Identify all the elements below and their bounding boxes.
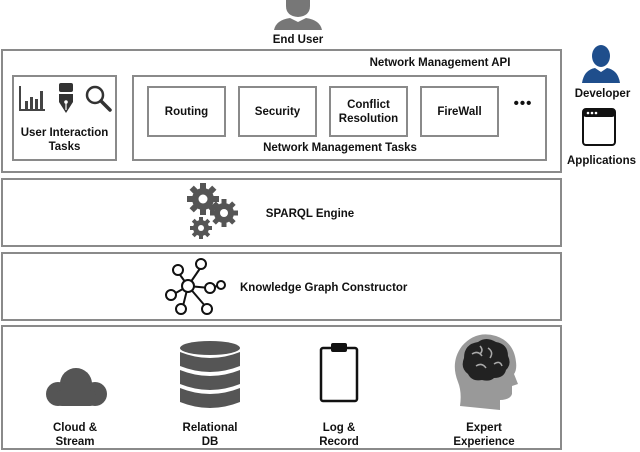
more-tasks-ellipsis: ••• <box>513 95 533 112</box>
task-conflict-resolution-label: Conflict Resolution <box>338 98 399 125</box>
clipboard-icon <box>318 341 360 403</box>
database-icon <box>176 340 244 410</box>
sparql-engine-layer <box>1 178 562 247</box>
gears-icon <box>186 182 240 240</box>
applications-label: Applications <box>566 155 636 167</box>
api-layer-title: Network Management API <box>369 57 511 69</box>
end-user-label: End User <box>272 34 324 46</box>
task-routing: Routing <box>147 86 226 137</box>
source-cloud-stream-label: Cloud & Stream <box>52 422 98 448</box>
pen-icon <box>55 82 77 114</box>
end-user-icon <box>272 0 324 30</box>
task-security: Security <box>238 86 317 137</box>
knowledge-graph-layer <box>1 252 562 321</box>
task-firewall-label: FireWall <box>437 105 482 118</box>
task-routing-label: Routing <box>164 105 209 118</box>
network-management-tasks-label: Network Management Tasks <box>263 142 417 154</box>
sparql-engine-label: SPARQL Engine <box>265 208 355 220</box>
cloud-icon <box>40 366 110 410</box>
brain-head-icon <box>450 332 520 412</box>
task-security-label: Security <box>254 105 301 118</box>
user-interaction-tasks-label: User Interaction Tasks <box>20 127 109 153</box>
graph-network-icon <box>163 256 227 316</box>
task-firewall: FireWall <box>420 86 499 137</box>
bar-chart-icon <box>18 84 46 112</box>
developer-label: Developer <box>574 88 631 100</box>
knowledge-graph-label: Knowledge Graph Constructor <box>240 282 408 294</box>
task-conflict-resolution: Conflict Resolution <box>329 86 408 137</box>
magnifier-icon <box>84 84 112 112</box>
application-window-icon <box>582 108 616 146</box>
source-log-record-label: Log & Record <box>319 422 359 448</box>
developer-icon <box>581 43 621 83</box>
source-relational-db-label: Relational DB <box>182 422 238 448</box>
source-expert-experience-label: Expert Experience <box>453 422 515 448</box>
